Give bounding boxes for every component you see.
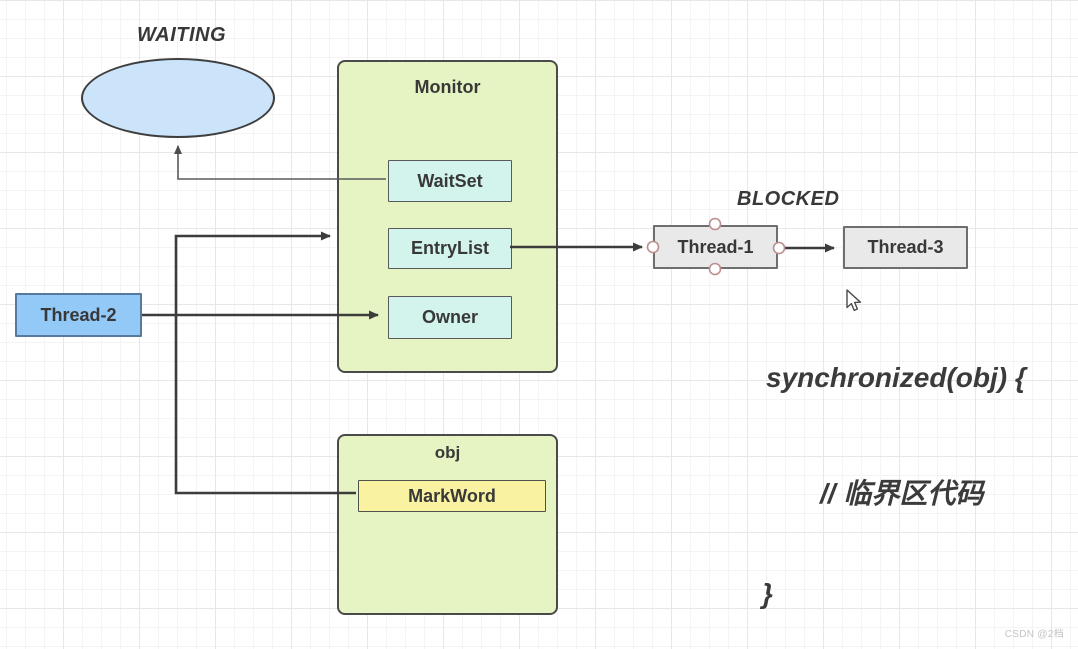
markword-slot[interactable]: MarkWord: [358, 480, 546, 512]
code-line-critical-section[interactable]: // 临界区代码: [820, 478, 984, 509]
thread-2-box[interactable]: Thread-2: [15, 293, 142, 337]
owner-slot[interactable]: Owner: [388, 296, 512, 339]
thread-3-box[interactable]: Thread-3: [843, 226, 968, 269]
monitor-box[interactable]: Monitor WaitSet EntryList Owner: [337, 60, 558, 373]
edge-obj-to-monitor[interactable]: [174, 231, 356, 495]
monitor-title: Monitor: [414, 77, 481, 97]
waitset-slot[interactable]: WaitSet: [388, 160, 512, 202]
mouse-cursor-icon: [846, 289, 862, 312]
entrylist-slot[interactable]: EntryList: [388, 228, 512, 269]
obj-box[interactable]: obj MarkWord: [337, 434, 558, 615]
code-line-closing-brace[interactable]: }: [762, 578, 773, 609]
waiting-state-ellipse[interactable]: [81, 58, 275, 138]
waiting-state-label[interactable]: WAITING: [137, 24, 227, 46]
obj-title: obj: [434, 443, 461, 462]
thread-1-box[interactable]: Thread-1: [653, 225, 778, 269]
code-line-synchronized[interactable]: synchronized(obj) {: [766, 362, 1026, 393]
blocked-state-label[interactable]: BLOCKED: [737, 188, 840, 210]
watermark: CSDN @2档: [1004, 629, 1064, 640]
